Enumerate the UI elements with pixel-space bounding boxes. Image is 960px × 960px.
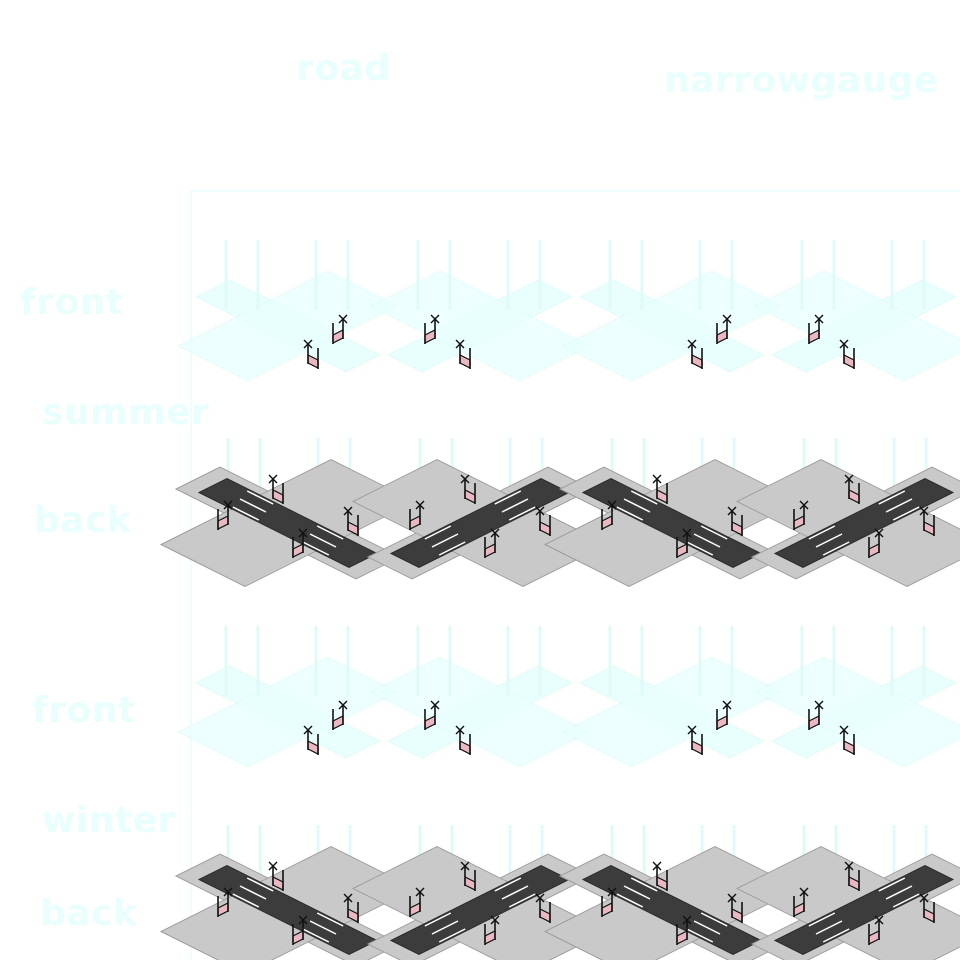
narrowgauge-rails [616,877,728,943]
barrier-sprite [808,314,824,344]
row-label-front-summer: front [20,282,124,323]
barrier-sprite [409,887,425,917]
crossing-tile [351,438,609,588]
barrier-sprite [839,725,855,755]
barrier-sprite [484,915,500,945]
barrier-sprite [652,861,668,891]
column-label-road: road [296,48,391,89]
barrier-sprite [601,887,617,917]
crossing-tile [176,626,400,768]
narrowgauge-rails [424,490,536,556]
barrier-sprite [217,500,233,530]
crossing-tile [176,240,400,382]
narrowgauge-rails [232,490,344,556]
barrier-sprite [687,339,703,369]
crossing-tile [159,825,417,960]
row-label-front-winter: front [32,690,136,731]
ghost-crossing-guide [560,626,784,768]
barrier-sprite [409,500,425,530]
barrier-sprite [844,474,860,504]
crossing-tile [368,626,592,768]
ghost-crossing-guide [752,240,960,382]
crossing-tile [543,438,801,588]
barrier-sprite [303,339,319,369]
barrier-sprite [676,915,692,945]
barrier-sprite [868,915,884,945]
barrier-sprite [460,861,476,891]
row-label-back-summer: back [34,500,132,541]
barrier-sprite [535,893,551,923]
crossing-tile [735,825,960,960]
barrier-sprite [919,506,935,536]
barrier-sprite [808,700,824,730]
barrier-sprite [868,528,884,558]
barrier-sprite [919,893,935,923]
crossing-tile [735,438,960,588]
crossing-tile [560,626,784,768]
crossing-tile [159,438,417,588]
row-label-winter: winter [42,800,176,841]
crossing-tile [752,626,960,768]
barrier-sprite [727,893,743,923]
barrier-sprite [268,861,284,891]
barrier-sprite [727,506,743,536]
barrier-sprite [839,339,855,369]
barrier-sprite [343,506,359,536]
barrier-sprite [601,500,617,530]
barrier-sprite [268,474,284,504]
barrier-sprite [716,314,732,344]
ghost-crossing-guide [368,240,592,382]
column-label-narrowgauge: narrowgauge [664,60,939,101]
narrowgauge-rails [616,490,728,556]
narrowgauge-rails [424,877,536,943]
ghost-crossing-guide [176,240,400,382]
barrier-sprite [343,893,359,923]
narrowgauge-rails [232,877,344,943]
narrowgauge-rails [808,877,920,943]
barrier-sprite [424,700,440,730]
crossing-tile [351,825,609,960]
barrier-sprite [292,528,308,558]
barrier-sprite [535,506,551,536]
crossing-tile [752,240,960,382]
barrier-sprite [652,474,668,504]
barrier-sprite [484,528,500,558]
crossing-tile [543,825,801,960]
narrowgauge-rails [808,490,920,556]
ghost-crossing-guide [176,626,400,768]
barrier-sprite [303,725,319,755]
barrier-sprite [332,314,348,344]
row-label-summer: summer [42,392,210,433]
crossing-tile [368,240,592,382]
ghost-crossing-guide [752,626,960,768]
barrier-sprite [793,500,809,530]
barrier-sprite [217,887,233,917]
barrier-sprite [455,725,471,755]
barrier-sprite [292,915,308,945]
crossing-tile [560,240,784,382]
barrier-sprite [716,700,732,730]
barrier-sprite [844,861,860,891]
barrier-sprite [676,528,692,558]
barrier-sprite [424,314,440,344]
barrier-sprite [455,339,471,369]
barrier-sprite [687,725,703,755]
barrier-sprite [793,887,809,917]
ghost-crossing-guide [560,240,784,382]
row-label-back-winter: back [40,893,138,934]
ghost-crossing-guide [368,626,592,768]
barrier-sprite [460,474,476,504]
barrier-sprite [332,700,348,730]
